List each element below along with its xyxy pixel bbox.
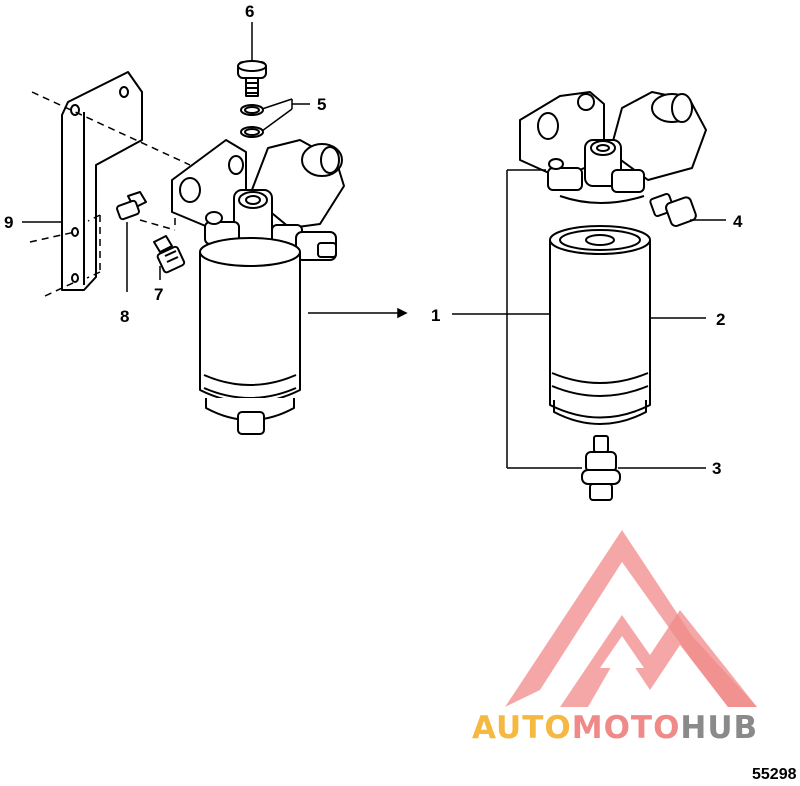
drain-plug-and-seals — [237, 60, 267, 138]
filter-element-2 — [549, 225, 651, 425]
callout-6: 6 — [245, 2, 254, 21]
left-leaders — [22, 22, 408, 319]
bolt-8 — [116, 191, 147, 221]
callout-8: 8 — [120, 307, 129, 326]
right-leaders — [452, 169, 726, 469]
drain-sensor-3 — [581, 435, 621, 501]
watermark-inner-triangle — [600, 636, 644, 668]
watermark-hub: HUB — [680, 710, 758, 746]
right-assembly — [519, 91, 707, 501]
callout-9: 9 — [4, 213, 13, 232]
bolt-7 — [153, 235, 186, 274]
watermark-m-shape — [560, 610, 757, 707]
dashed-leaders — [29, 91, 191, 297]
callout-labels: 6 5 9 8 7 1 2 3 4 — [4, 2, 743, 478]
watermark-text: AUTOMOTOHUB — [472, 710, 758, 746]
filter-head-right — [519, 91, 707, 204]
callout-2: 2 — [716, 310, 725, 329]
assembly-arrow-head — [397, 307, 408, 319]
callout-3: 3 — [712, 459, 721, 478]
watermark-auto: AUTO — [472, 710, 572, 746]
callout-1: 1 — [431, 306, 440, 325]
callout-7: 7 — [154, 285, 163, 304]
watermark-moto: MOTO — [572, 710, 681, 746]
callout-5: 5 — [317, 95, 326, 114]
mounting-bracket — [61, 71, 143, 291]
filter-canister-left — [199, 237, 301, 435]
reference-number: 55298 — [752, 766, 797, 783]
callout-4: 4 — [733, 212, 743, 231]
watermark-logo: AUTOMOTOHUB — [472, 530, 758, 746]
sensor-4 — [649, 192, 697, 227]
left-assembly — [29, 60, 345, 435]
